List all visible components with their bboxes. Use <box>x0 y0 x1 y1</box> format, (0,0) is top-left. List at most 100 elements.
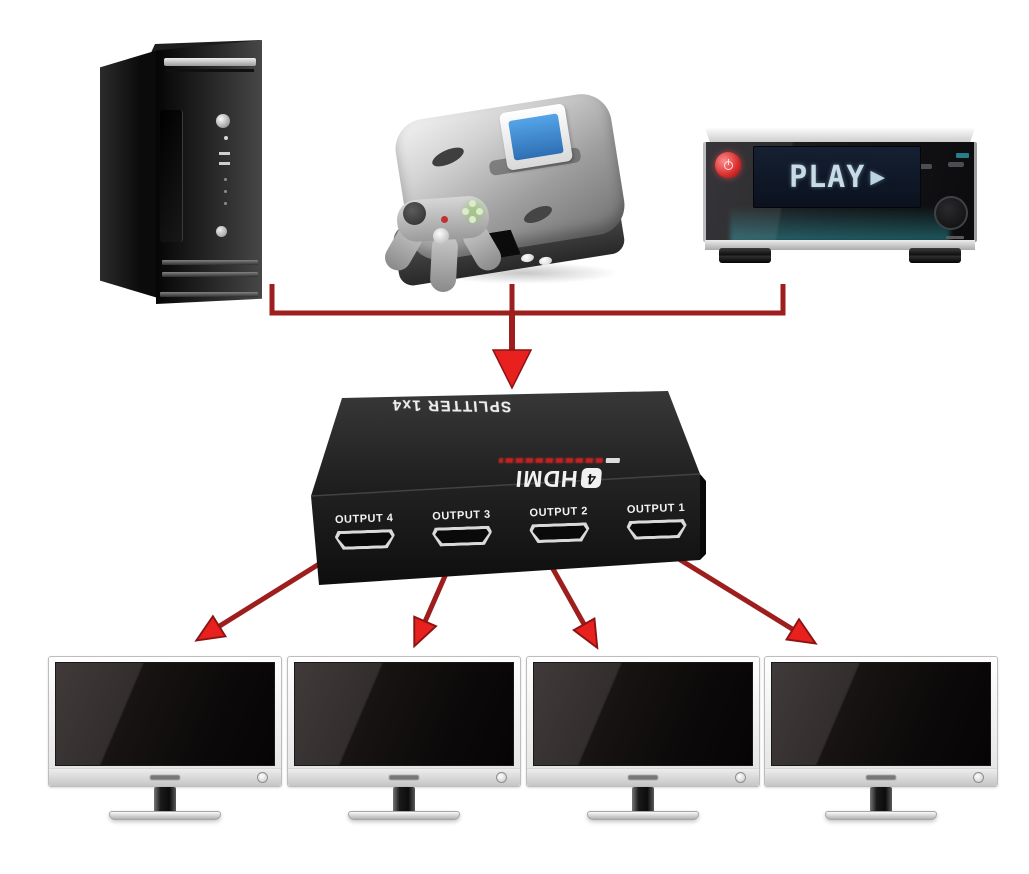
output-ports-row: OUTPUT 4 OUTPUT 3 OUTPUT 2 OUTPUT 1 <box>321 501 701 576</box>
output-label: OUTPUT 2 <box>529 505 589 520</box>
d-pad-icon <box>403 202 426 225</box>
power-symbol <box>723 158 733 170</box>
pc-audio-jack <box>224 190 227 193</box>
monitor-brand-logo <box>150 775 180 780</box>
pc-tower <box>100 38 262 306</box>
pc-vent <box>162 260 258 265</box>
c-button <box>469 216 476 223</box>
media-player-foot <box>909 248 961 263</box>
output-label: OUTPUT 3 <box>432 508 491 523</box>
player-button <box>948 162 964 167</box>
splitter-edge-highlight <box>310 473 701 497</box>
monitor-bezel-strip <box>765 768 997 786</box>
monitor-3 <box>526 656 760 820</box>
hdmi-port-opening <box>532 525 586 540</box>
output-label: OUTPUT 1 <box>626 501 686 516</box>
monitor-2 <box>287 656 521 820</box>
hdmi-logo-text: HDMI <box>513 466 579 492</box>
jog-knob <box>934 196 968 230</box>
monitor-bezel-strip <box>527 768 759 786</box>
power-icon <box>715 152 741 178</box>
monitor-power-button <box>973 772 984 783</box>
monitor-stand-base <box>348 811 460 820</box>
monitor-frame <box>764 656 998 787</box>
splitter-right-edge <box>700 474 706 560</box>
player-button <box>916 164 932 169</box>
center-arrow-head <box>491 349 533 390</box>
monitor-brand-logo <box>866 775 896 780</box>
pc-reset-button <box>216 226 227 237</box>
output-port-4: OUTPUT 4 <box>321 512 409 577</box>
monitor-4 <box>764 656 998 820</box>
monitor-frame <box>48 656 282 787</box>
monitor-stand-neck <box>154 787 176 813</box>
hdmi-port-opening <box>630 522 684 537</box>
hdmi-logo: 4 HDMI <box>470 448 648 492</box>
pc-audio-jack <box>224 202 227 205</box>
cartridge-label <box>508 113 564 161</box>
pc-led-indicator <box>224 136 228 140</box>
player-display: PLAY ▶ <box>753 146 969 208</box>
hdmi-port-icon <box>432 526 493 547</box>
media-player-base <box>705 240 975 250</box>
media-player-foot <box>719 248 771 263</box>
splitter-top-label: SPLITTER 1x4 <box>390 396 512 415</box>
monitor-screen <box>55 662 275 766</box>
media-player: PLAY ▶ <box>703 128 977 268</box>
output-label: OUTPUT 4 <box>334 512 394 527</box>
pc-power-button <box>216 114 230 128</box>
hdmi-splitter: SPLITTER 1x4 4 HDMI OUTPUT 4 OUTPUT 3 OU… <box>298 386 712 596</box>
c-button <box>462 208 469 215</box>
game-cartridge <box>498 103 574 171</box>
c-button <box>476 208 483 215</box>
pc-drive-gap <box>166 69 254 72</box>
analog-stick <box>433 228 449 244</box>
hdmi-port-opening <box>338 532 392 547</box>
output-port-1: OUTPUT 1 <box>613 501 701 566</box>
hdmi-port-opening <box>435 529 489 544</box>
output-port-2: OUTPUT 2 <box>516 505 604 570</box>
hdmi-logo-subtext <box>499 458 621 463</box>
pc-optical-drive-slot <box>164 58 256 66</box>
hdmi-port-icon <box>335 529 396 550</box>
monitor-stand-base <box>825 811 937 820</box>
monitor-power-button <box>735 772 746 783</box>
monitor-brand-logo <box>628 775 658 780</box>
monitor-stand-neck <box>870 787 892 813</box>
pc-usb-port <box>219 162 230 165</box>
display-text: PLAY <box>789 159 866 195</box>
glass-reflection <box>730 206 950 242</box>
pc-front-door-strip <box>160 110 183 242</box>
monitor-power-button <box>496 772 507 783</box>
monitor-1 <box>48 656 282 820</box>
monitor-bezel-strip <box>288 768 520 786</box>
hdmi-logo-main: 4 HDMI <box>514 465 603 492</box>
pc-audio-jack <box>224 178 227 181</box>
pc-tower-side-panel <box>100 50 158 298</box>
pc-vent <box>162 272 258 277</box>
output-port-3: OUTPUT 3 <box>418 508 506 573</box>
monitor-stand-neck <box>632 787 654 813</box>
monitor-bezel-strip <box>49 768 281 786</box>
play-triangle-icon: ▶ <box>870 166 885 188</box>
monitor-stand-neck <box>393 787 415 813</box>
logo-small-chip <box>606 458 621 463</box>
hdmi-port-icon <box>626 519 687 540</box>
monitor-stand-base <box>109 811 221 820</box>
pc-usb-port <box>219 152 230 155</box>
monitor-frame <box>287 656 521 787</box>
splitter-front-face <box>311 474 700 585</box>
knob-label-smudge <box>946 236 964 239</box>
media-player-top-face <box>705 128 975 144</box>
start-button <box>441 216 448 223</box>
monitor-screen <box>533 662 753 766</box>
pc-vent <box>160 292 258 297</box>
splitter-box-shape <box>310 391 706 585</box>
monitor-frame <box>526 656 760 787</box>
display-status-chip <box>956 153 969 158</box>
monitor-stand-base <box>587 811 699 820</box>
hdmi-logo-number: 4 <box>580 468 603 489</box>
hdmi-port-icon <box>529 522 590 543</box>
monitor-screen <box>294 662 514 766</box>
